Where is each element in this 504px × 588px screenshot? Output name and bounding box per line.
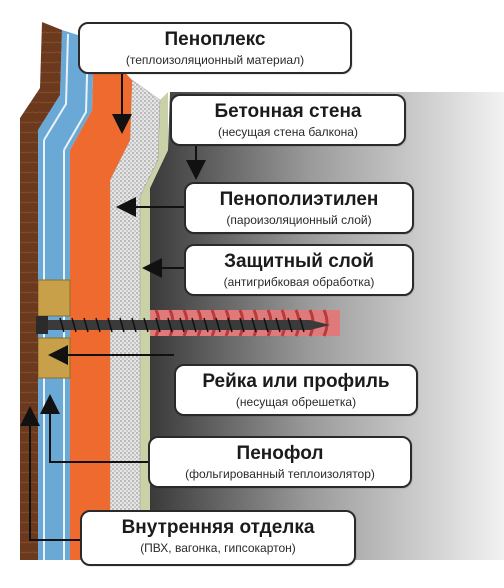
penoplex-layer bbox=[70, 40, 132, 560]
label-concrete-subtitle: (несущая стена балкона) bbox=[218, 125, 358, 139]
label-rail-title: Рейка или профиль bbox=[202, 371, 390, 392]
label-foam-pe: Пенополиэтилен (пароизоляционный слой) bbox=[184, 182, 414, 234]
label-concrete-title: Бетонная стена bbox=[214, 101, 362, 122]
screw bbox=[36, 316, 330, 334]
label-inner-finish-subtitle: (ПВХ, вагонка, гипсокартон) bbox=[140, 541, 296, 555]
rail-block-lower bbox=[37, 337, 71, 379]
leader-penofol bbox=[40, 394, 148, 463]
label-foam-pe-title: Пенополиэтилен bbox=[219, 189, 379, 210]
rail-block-upper bbox=[37, 279, 71, 317]
label-penofol-subtitle: (фольгированный теплоизолятор) bbox=[185, 467, 375, 481]
leader-inner-finish bbox=[20, 406, 80, 541]
label-penoplex: Пеноплекс (теплоизоляционный материал) bbox=[78, 22, 352, 74]
label-rail-subtitle: (несущая обрешетка) bbox=[235, 395, 357, 409]
label-inner-finish: Внутренняя отделка (ПВХ, вагонка, гипсок… bbox=[80, 510, 356, 566]
protective-layer bbox=[140, 92, 168, 560]
label-protective-subtitle: (антигрибковая обработка) bbox=[223, 275, 375, 289]
label-concrete: Бетонная стена (несущая стена балкона) bbox=[170, 94, 406, 146]
label-protective: Защитный слой (антигрибковая обработка) bbox=[184, 244, 414, 296]
label-penoplex-title: Пеноплекс bbox=[164, 29, 266, 50]
label-penoplex-subtitle: (теплоизоляционный материал) bbox=[125, 53, 305, 67]
label-foam-pe-subtitle: (пароизоляционный слой) bbox=[226, 213, 372, 227]
label-protective-title: Защитный слой bbox=[224, 251, 374, 272]
label-penofol: Пенофол (фольгированный теплоизолятор) bbox=[148, 436, 412, 488]
screw-with-dowel bbox=[36, 309, 340, 337]
label-rail: Рейка или профиль (несущая обрешетка) bbox=[174, 364, 418, 416]
label-inner-finish-title: Внутренняя отделка bbox=[121, 517, 315, 538]
label-penofol-title: Пенофол bbox=[236, 443, 324, 464]
